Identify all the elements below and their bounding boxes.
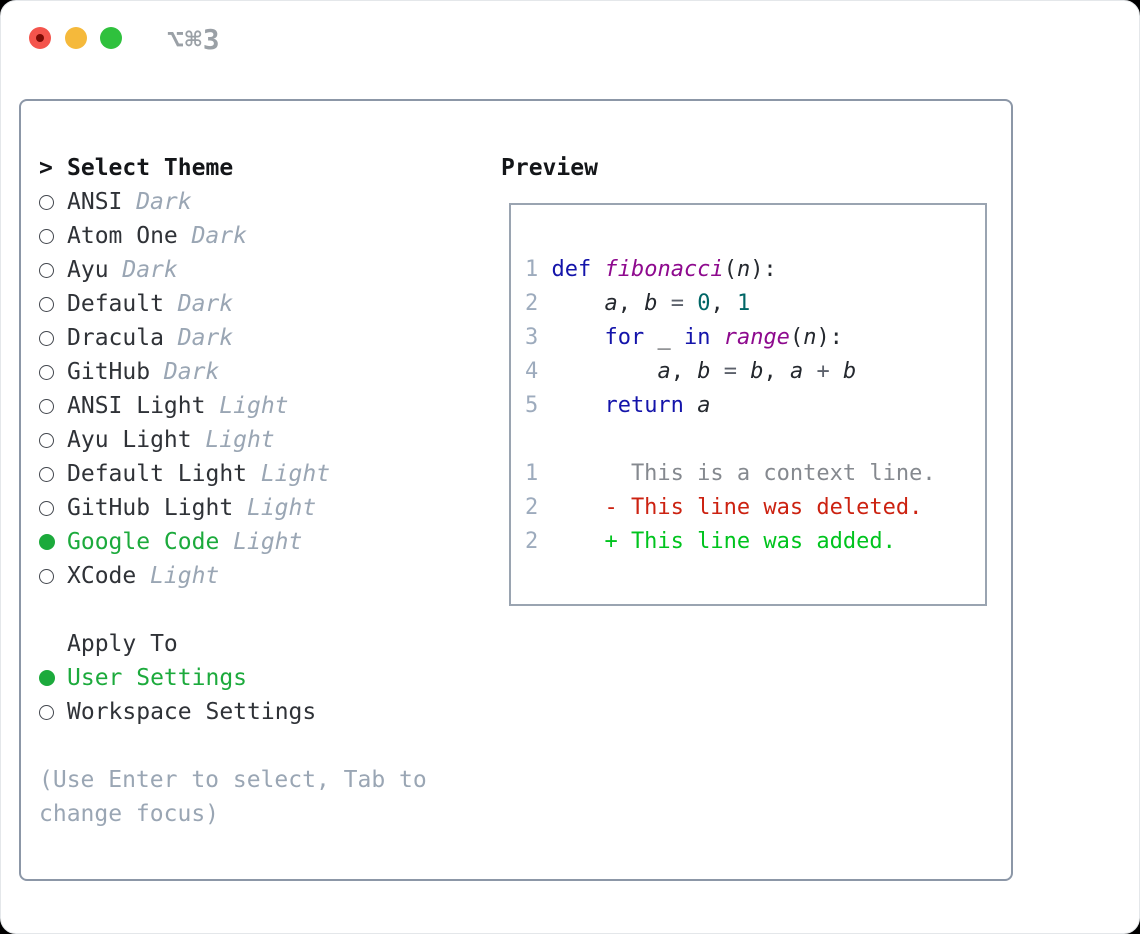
close-button[interactable] xyxy=(29,27,51,49)
theme-option-label: ANSI xyxy=(67,189,123,215)
theme-option-label: Ayu Light xyxy=(67,427,192,453)
theme-variant-label: Light xyxy=(150,563,220,589)
code-line: 4 a, b = b, a + b xyxy=(525,358,857,384)
keyboard-hint: (Use Enter to select, Tab to change focu… xyxy=(39,767,427,827)
radio-icon xyxy=(39,432,54,448)
theme-option-label: Default Light xyxy=(67,461,248,487)
apply-to-option-label: Workspace Settings xyxy=(67,699,317,725)
keyboard-shortcut-label: ⌥⌘3 xyxy=(167,23,221,56)
line-number: 4 xyxy=(525,358,539,384)
line-number: 1 xyxy=(525,460,539,486)
apply-to-option[interactable]: User Settings xyxy=(39,661,501,695)
theme-variant-label: Light xyxy=(219,393,289,419)
theme-option[interactable]: Default Dark xyxy=(39,287,501,321)
theme-variant-label: Light xyxy=(233,529,303,555)
apply-to-option-label: User Settings xyxy=(67,665,248,691)
theme-option[interactable]: ANSI Light Light xyxy=(39,389,501,423)
radio-icon xyxy=(39,262,54,278)
theme-option[interactable]: XCode Light xyxy=(39,559,501,593)
radio-icon xyxy=(39,330,54,346)
theme-option[interactable]: Ayu Light Light xyxy=(39,423,501,457)
line-number: 5 xyxy=(525,392,539,418)
theme-variant-label: Dark xyxy=(122,257,178,283)
titlebar: ⌥⌘3 xyxy=(1,1,1139,71)
theme-variant-label: Dark xyxy=(136,189,192,215)
line-number: 1 xyxy=(525,256,539,282)
line-number: 2 xyxy=(525,528,539,554)
diff-line-del: 2 - This line was deleted. xyxy=(525,494,923,520)
theme-option[interactable]: Dracula Dark xyxy=(39,321,501,355)
theme-option-label: GitHub Light xyxy=(67,495,234,521)
theme-option-label: Default xyxy=(67,291,164,317)
radio-icon xyxy=(39,466,54,482)
theme-option[interactable]: Atom One Dark xyxy=(39,219,501,253)
radio-icon xyxy=(39,194,54,210)
theme-option[interactable]: GitHub Light Light xyxy=(39,491,501,525)
radio-icon xyxy=(39,296,54,312)
line-number: 2 xyxy=(525,494,539,520)
caret-icon: > xyxy=(39,155,53,181)
theme-option-label: ANSI Light xyxy=(67,393,206,419)
theme-option[interactable]: ANSI Dark xyxy=(39,185,501,219)
theme-option-label: Atom One xyxy=(67,223,178,249)
radio-icon xyxy=(39,500,54,516)
line-number: 2 xyxy=(525,290,539,316)
theme-option-label: XCode xyxy=(67,563,137,589)
diff-line-add: 2 + This line was added. xyxy=(525,528,896,554)
select-theme-header: > Select Theme xyxy=(39,151,501,185)
theme-option[interactable]: Default Light Light xyxy=(39,457,501,491)
code-line: 2 a, b = 0, 1 xyxy=(525,290,751,316)
diff-line-ctx: 1 This is a context line. xyxy=(525,460,936,486)
theme-variant-label: Dark xyxy=(163,359,220,385)
theme-option-label: Google Code xyxy=(67,529,220,555)
theme-variant-label: Dark xyxy=(191,223,247,249)
apply-to-header: Apply To xyxy=(39,627,501,661)
select-theme-title: Select Theme xyxy=(67,155,234,181)
blank-line xyxy=(525,422,975,456)
theme-variant-label: Light xyxy=(246,495,317,521)
apply-to-title: Apply To xyxy=(67,631,178,657)
radio-icon xyxy=(39,364,54,380)
theme-option[interactable]: GitHub Dark xyxy=(39,355,501,389)
minimize-button[interactable] xyxy=(65,27,87,49)
radio-icon xyxy=(39,568,54,584)
theme-variant-label: Dark xyxy=(177,325,234,351)
code-line: 3 for _ in range(n): xyxy=(525,324,843,350)
theme-variant-label: Dark xyxy=(177,291,234,317)
theme-option[interactable]: Ayu Dark xyxy=(39,253,501,287)
radio-icon xyxy=(39,228,54,244)
theme-option-label: Dracula xyxy=(67,325,164,351)
line-number: 3 xyxy=(525,324,539,350)
code-line: 5 return a xyxy=(525,392,711,418)
apply-to-option[interactable]: Workspace Settings xyxy=(39,695,501,729)
radio-selected-icon xyxy=(39,534,55,550)
zoom-button[interactable] xyxy=(100,27,122,49)
theme-option-label: Ayu xyxy=(67,257,109,283)
theme-variant-label: Light xyxy=(205,427,275,453)
preview-title: Preview xyxy=(501,155,598,181)
theme-option-label: GitHub xyxy=(67,359,151,385)
radio-icon xyxy=(39,398,54,414)
radio-selected-icon xyxy=(39,670,55,686)
theme-option[interactable]: Google Code Light xyxy=(39,525,501,559)
theme-variant-label: Light xyxy=(260,461,331,487)
radio-icon xyxy=(39,704,54,720)
